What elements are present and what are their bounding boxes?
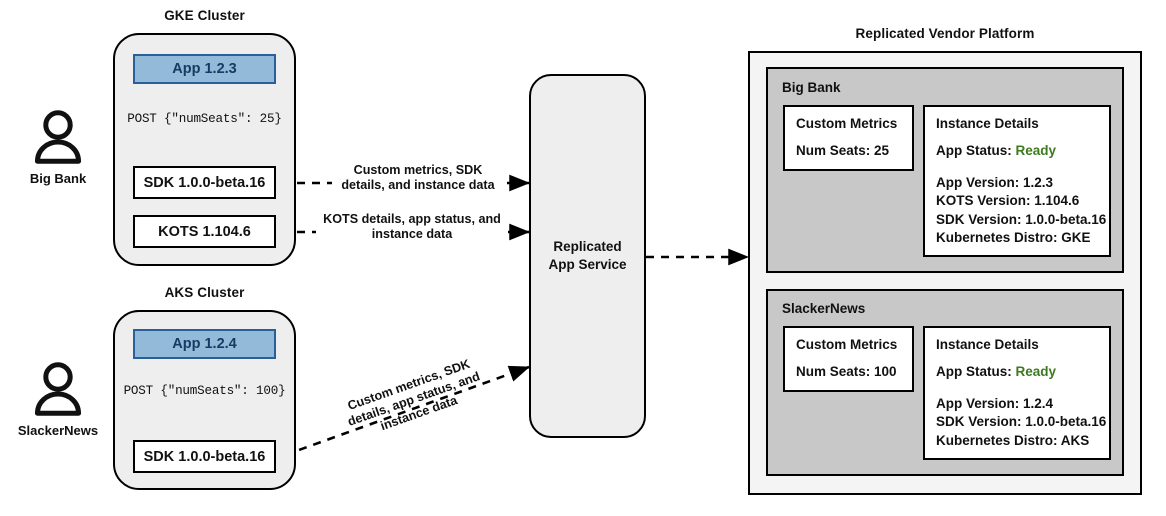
aks-cluster-title: AKS Cluster — [164, 285, 245, 300]
aks-app-box[interactable]: App 1.2.4 — [133, 329, 276, 359]
aks-post-label: POST {"numSeats": 100} — [123, 384, 286, 398]
aks-sdk-box[interactable]: SDK 1.0.0-beta.16 — [133, 440, 276, 473]
replicated-app-service-box[interactable]: Replicated App Service — [529, 74, 646, 438]
tenant-title-big-bank: Big Bank — [782, 80, 841, 95]
detail-row: App Version: 1.2.4 — [936, 395, 1054, 411]
big-bank-person-label: Big Bank — [29, 171, 87, 186]
gke-cluster-title: GKE Cluster — [164, 8, 245, 23]
edge-label-line-1: Custom metrics, SDK — [353, 163, 483, 177]
gke-post-label: POST {"numSeats": 25} — [127, 112, 282, 126]
edge-label-custom-metrics-gke: Custom metrics, SDK details, and instanc… — [332, 163, 504, 193]
custom-metrics-heading: Custom Metrics — [796, 116, 898, 131]
slackernews-person-icon — [32, 362, 84, 416]
custom-metrics-panel-slackernews: Custom Metrics Num Seats: 100 — [783, 326, 914, 392]
instance-details-panel-big-bank: Instance Details App Status: Ready App V… — [923, 105, 1111, 257]
edge-label-custom-metrics-aks: Custom metrics, SDK details, app status,… — [327, 350, 500, 448]
status-badge: Ready — [1015, 143, 1057, 158]
edge-label-line-1: KOTS details, app status, and — [323, 212, 501, 226]
vendor-platform-title: Replicated Vendor Platform — [855, 26, 1035, 41]
detail-row: KOTS Version: 1.104.6 — [936, 193, 1080, 208]
instance-details-rows: App Version: 1.2.4 SDK Version: 1.0.0-be… — [936, 395, 1109, 451]
service-line-2: App Service — [548, 257, 627, 272]
app-status-row: App Status: Ready — [936, 142, 1109, 161]
custom-metrics-heading: Custom Metrics — [796, 337, 898, 352]
app-status-label: App Status: — [936, 364, 1016, 379]
detail-row: Kubernetes Distro: AKS — [936, 432, 1090, 448]
gke-kots-box[interactable]: KOTS 1.104.6 — [133, 215, 276, 248]
edge-label-kots-details-gke: KOTS details, app status, and instance d… — [316, 212, 508, 242]
edge-label-line-2: instance data — [371, 227, 453, 241]
edge-label-line-2: details, and instance data — [341, 178, 495, 192]
slackernews-person-label: SlackerNews — [17, 423, 99, 438]
custom-metrics-row: Num Seats: 25 — [796, 143, 890, 158]
app-status-row: App Status: Ready — [936, 363, 1109, 382]
detail-row: SDK Version: 1.0.0-beta.16 — [936, 414, 1107, 429]
big-bank-person-icon — [32, 110, 84, 164]
custom-metrics-panel-big-bank: Custom Metrics Num Seats: 25 — [783, 105, 914, 171]
tenant-title-slackernews: SlackerNews — [782, 301, 866, 316]
custom-metrics-row: Num Seats: 100 — [796, 364, 897, 379]
gke-app-box[interactable]: App 1.2.3 — [133, 54, 276, 84]
detail-row: SDK Version: 1.0.0-beta.16 — [936, 211, 1107, 227]
instance-details-rows: App Version: 1.2.3 KOTS Version: 1.104.6… — [936, 174, 1109, 248]
detail-row: App Version: 1.2.3 — [936, 174, 1054, 190]
instance-details-heading: Instance Details — [936, 116, 1039, 131]
detail-row: Kubernetes Distro: GKE — [936, 230, 1091, 245]
instance-details-panel-slackernews: Instance Details App Status: Ready App V… — [923, 326, 1111, 460]
gke-sdk-box[interactable]: SDK 1.0.0-beta.16 — [133, 166, 276, 199]
app-status-label: App Status: — [936, 143, 1016, 158]
service-line-1: Replicated — [553, 239, 622, 254]
status-badge: Ready — [1015, 364, 1057, 379]
instance-details-heading: Instance Details — [936, 337, 1039, 352]
